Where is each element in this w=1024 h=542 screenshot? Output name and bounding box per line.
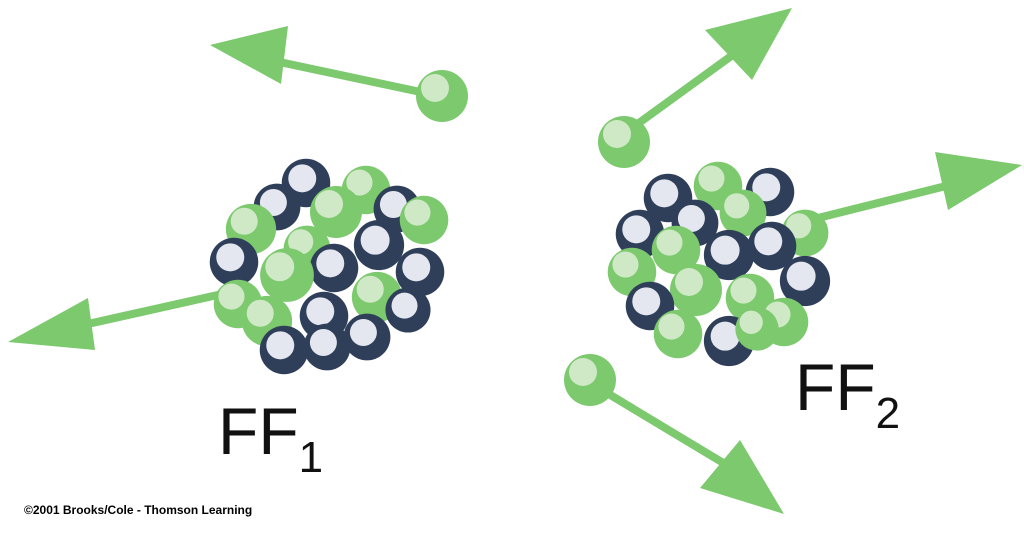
arrow-top-left-neutron (210, 26, 434, 98)
fragment-1-label-subscript: 1 (298, 433, 324, 482)
nucleus-ff1 (209, 158, 449, 375)
arrow-bottom-neutron (588, 380, 784, 514)
fragment-1-label: FF1 (218, 398, 323, 480)
fragment-2-label-subscript: 2 (875, 389, 901, 438)
fragment-1-label-main: FF (218, 394, 299, 468)
free-neutron-bottom (564, 354, 616, 406)
copyright-text: ©2001 Brooks/Cole - Thomson Learning (24, 503, 253, 517)
arrow-top-right-neutron (628, 8, 792, 132)
fragment-2-label-main: FF (795, 350, 876, 424)
arrow-left-nucleus (8, 286, 244, 350)
arrow-right-nucleus (806, 152, 1022, 224)
fragment-2-label: FF2 (795, 354, 900, 436)
free-neutron-top-right (598, 116, 650, 168)
nucleus-ff2 (607, 161, 831, 367)
free-neutron-top-left (416, 70, 468, 122)
